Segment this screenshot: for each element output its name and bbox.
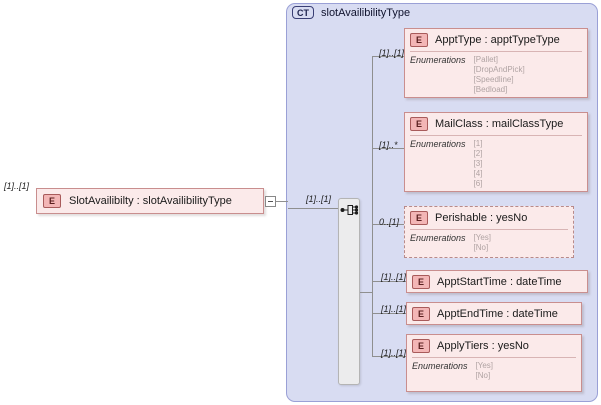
enumeration-value: [Yes] bbox=[473, 233, 492, 242]
complex-type-title: slotAvailibilityType bbox=[321, 6, 411, 19]
element-label: ApptEndTime : dateTime bbox=[437, 308, 558, 320]
element-appttype[interactable]: E ApptType : apptTypeType Enumerations [… bbox=[404, 28, 588, 98]
element-label: Perishable : yesNo bbox=[435, 212, 528, 224]
element-apptstarttime[interactable]: E ApptStartTime : dateTime bbox=[406, 270, 588, 293]
complex-type-header: CT slotAvailibilityType bbox=[292, 6, 410, 19]
ct-badge: CT bbox=[292, 6, 314, 19]
cardinality-perishable: 0..[1] bbox=[379, 217, 400, 227]
divider bbox=[412, 357, 576, 358]
connector-to-apptstarttime bbox=[372, 281, 406, 282]
enumerations-block: Enumerations [Yes] [No] bbox=[407, 358, 581, 384]
enumeration-value: [1] bbox=[473, 139, 483, 148]
cardinality-appttype: [1]..[1] bbox=[379, 48, 405, 58]
element-label: ApptType : apptTypeType bbox=[435, 34, 560, 46]
element-mailclass[interactable]: E MailClass : mailClassType Enumerations… bbox=[404, 112, 588, 192]
enumeration-value: [Bedload] bbox=[473, 85, 508, 94]
enumeration-value: [Yes] bbox=[475, 361, 494, 370]
divider bbox=[410, 229, 568, 230]
enumerations-label: Enumerations bbox=[410, 233, 466, 243]
element-label: SlotAvailibilty : slotAvailibilityType bbox=[69, 195, 232, 207]
enumeration-values: [Yes] [No] bbox=[474, 233, 492, 252]
element-label: ApptStartTime : dateTime bbox=[437, 276, 562, 288]
element-label: ApplyTiers : yesNo bbox=[437, 340, 529, 352]
element-badge: E bbox=[412, 307, 430, 321]
root-cardinality: [1]..[1] bbox=[4, 181, 30, 191]
sequence-compositor[interactable] bbox=[338, 198, 360, 385]
connector-to-apptendtime bbox=[372, 313, 406, 314]
cardinality-apptendtime: [1]..[1] bbox=[381, 304, 407, 314]
enumeration-value: [DropAndPick] bbox=[473, 65, 525, 74]
connector-type-to-sequence bbox=[288, 208, 338, 209]
enumeration-values: [1] [2] [3] [4] [6] bbox=[474, 139, 483, 188]
connector-root-to-type bbox=[276, 201, 288, 202]
connector-trunk bbox=[372, 56, 373, 356]
element-applytiers[interactable]: E ApplyTiers : yesNo Enumerations [Yes] … bbox=[406, 334, 582, 392]
enumerations-label: Enumerations bbox=[412, 361, 468, 371]
element-badge: E bbox=[410, 211, 428, 225]
enumeration-value: [4] bbox=[473, 169, 483, 178]
enumeration-value: [3] bbox=[473, 159, 483, 168]
connector-to-mailclass bbox=[372, 148, 404, 149]
sequence-cardinality: [1]..[1] bbox=[306, 194, 332, 204]
element-badge: E bbox=[412, 339, 430, 353]
divider bbox=[410, 135, 582, 136]
element-apptendtime[interactable]: E ApptEndTime : dateTime bbox=[406, 302, 582, 325]
enumerations-label: Enumerations bbox=[410, 139, 466, 149]
enumeration-value: [No] bbox=[473, 243, 489, 252]
connector-sequence-out bbox=[360, 292, 373, 293]
enumerations-block: Enumerations [1] [2] [3] [4] [6] bbox=[405, 136, 587, 192]
enumeration-value: [2] bbox=[473, 149, 483, 158]
enumeration-values: [Yes] [No] bbox=[476, 361, 494, 380]
element-badge: E bbox=[43, 194, 61, 208]
element-badge: E bbox=[410, 117, 428, 131]
cardinality-applytiers: [1]..[1] bbox=[381, 348, 407, 358]
connector-to-applytiers bbox=[372, 356, 406, 357]
collapse-toggle-icon[interactable] bbox=[265, 196, 276, 207]
enumeration-value: [Speedline] bbox=[473, 75, 514, 84]
element-label: MailClass : mailClassType bbox=[435, 118, 564, 130]
sequence-icon bbox=[340, 205, 359, 215]
enumerations-block: Enumerations [Yes] [No] bbox=[405, 230, 573, 256]
element-slot-availibilty[interactable]: E SlotAvailibilty : slotAvailibilityType bbox=[36, 188, 264, 214]
connector-to-perishable bbox=[372, 224, 404, 225]
element-perishable[interactable]: E Perishable : yesNo Enumerations [Yes] … bbox=[404, 206, 574, 258]
cardinality-apptstarttime: [1]..[1] bbox=[381, 272, 407, 282]
enumerations-label: Enumerations bbox=[410, 55, 466, 65]
divider bbox=[410, 51, 582, 52]
enumerations-block: Enumerations [Pallet] [DropAndPick] [Spe… bbox=[405, 52, 587, 98]
connector-to-appttype bbox=[372, 56, 404, 57]
enumeration-value: [6] bbox=[473, 179, 483, 188]
enumeration-values: [Pallet] [DropAndPick] [Speedline] [Bedl… bbox=[474, 55, 525, 94]
cardinality-mailclass: [1]..* bbox=[379, 140, 398, 150]
enumeration-value: [No] bbox=[475, 371, 491, 380]
enumeration-value: [Pallet] bbox=[473, 55, 498, 64]
element-badge: E bbox=[410, 33, 428, 47]
element-badge: E bbox=[412, 275, 430, 289]
